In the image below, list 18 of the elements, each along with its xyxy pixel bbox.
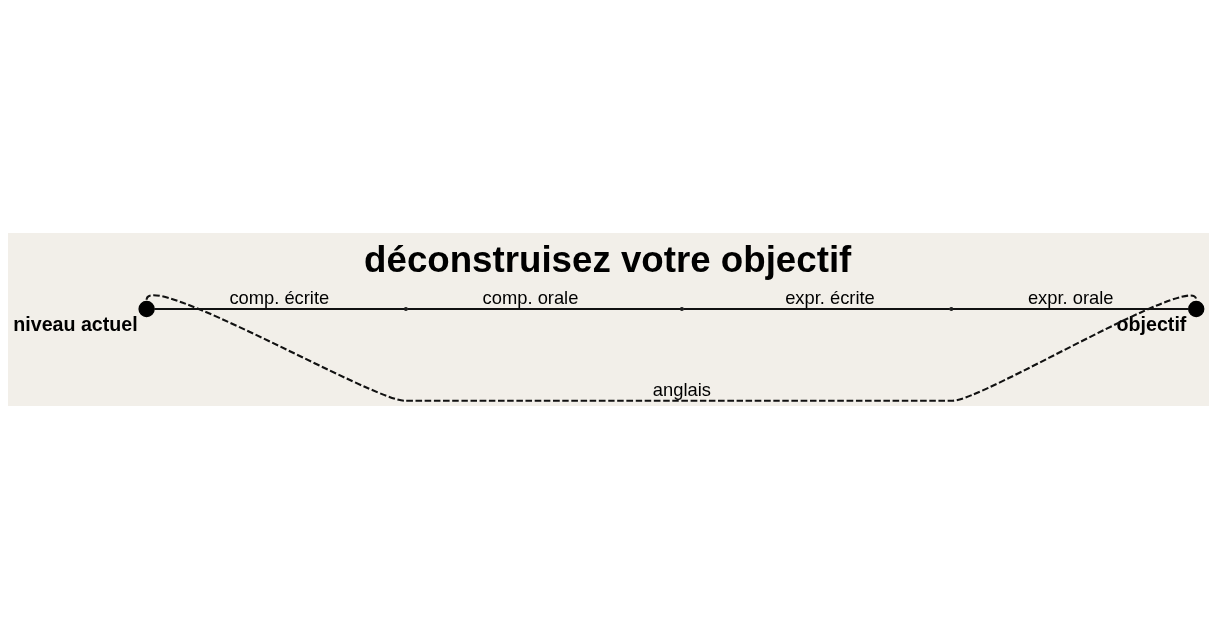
edge-label: anglais [652, 378, 711, 400]
node-point [403, 306, 408, 312]
connector [683, 307, 950, 311]
node-point [679, 306, 684, 312]
diagram-title: déconstruisez votre objectif [364, 238, 852, 280]
node-circle [138, 300, 155, 318]
node-label: objectif [1116, 312, 1187, 335]
connector [146, 294, 1197, 402]
connector [154, 307, 405, 311]
connector [952, 307, 1189, 311]
edge-label: expr. orale [1027, 287, 1114, 309]
node-point [949, 306, 954, 312]
node-circle [1188, 300, 1205, 318]
node-label: niveau actuel [13, 312, 138, 335]
edge-label: comp. orale [482, 287, 579, 309]
edge-label: comp. écrite [229, 287, 330, 309]
edge-label: expr. écrite [785, 287, 875, 309]
connector [407, 307, 681, 311]
